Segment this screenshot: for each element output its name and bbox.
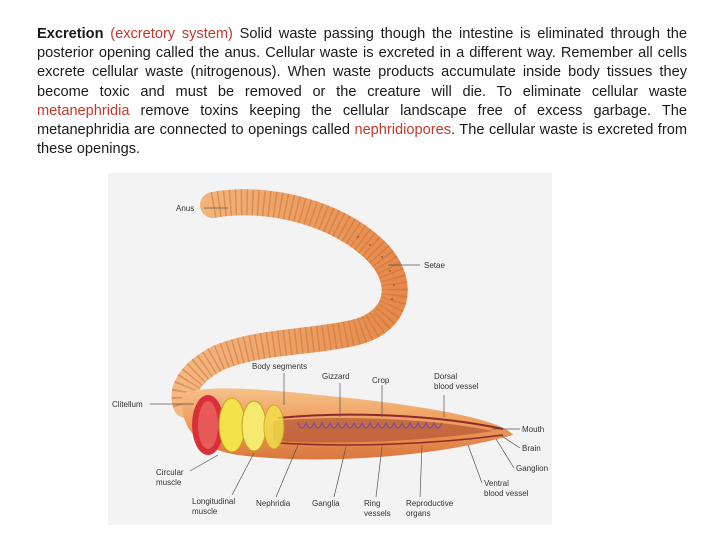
worm-tail — [171, 189, 408, 418]
earthworm-diagram: Anus Setae Body segments Gizzard Crop Do… — [108, 173, 552, 525]
term-nephridiopores: nephridiopores — [354, 122, 452, 139]
label-ventral-2: blood vessel — [484, 489, 529, 498]
paragraph-text-3: . The cellular waste is excreted from th… — [37, 122, 687, 158]
label-ring-2: vessels — [364, 509, 391, 518]
label-reproductive: Reproductive — [406, 499, 454, 508]
label-setae: Setae — [424, 261, 445, 270]
earthworm-illustration: Anus Setae Body segments Gizzard Crop Do… — [112, 189, 548, 518]
label-dorsal: Dorsal — [434, 372, 457, 381]
label-gizzard: Gizzard — [322, 372, 350, 381]
setae-dots — [357, 236, 395, 300]
term-excretory-system: (excretory system) — [110, 26, 233, 42]
label-dorsal-2: blood vessel — [434, 382, 479, 391]
internal-organs — [273, 418, 493, 443]
longitudinal-muscle-ring — [241, 400, 267, 452]
label-ventral: Ventral — [484, 479, 509, 488]
term-excretion: Excretion — [37, 26, 104, 42]
label-brain: Brain — [522, 444, 541, 453]
term-metanephridia: metanephridia — [37, 102, 130, 119]
label-nephridia: Nephridia — [256, 499, 291, 508]
label-body-segments: Body segments — [252, 362, 307, 371]
circular-muscle-ring — [218, 397, 246, 453]
label-longitudinal-2: muscle — [192, 507, 218, 516]
paragraph-text-2: remove toxins keeping the cellular lands… — [37, 102, 687, 139]
label-crop: Crop — [372, 376, 390, 385]
label-ganglia: Ganglia — [312, 499, 340, 508]
label-reproductive-2: organs — [406, 509, 430, 518]
ventral-vessel — [277, 434, 504, 446]
description-paragraph: Excretion (excretory system) Solid waste… — [37, 25, 687, 159]
label-circular-2: muscle — [156, 478, 182, 487]
dorsal-vessel — [277, 413, 504, 430]
label-ring: Ring — [364, 499, 380, 508]
label-clitellum: Clitellum — [112, 400, 143, 409]
label-longitudinal: Longitudinal — [192, 497, 235, 506]
label-mouth: Mouth — [522, 425, 544, 434]
label-anus: Anus — [176, 204, 194, 213]
label-ganglion: Ganglion — [516, 464, 548, 473]
label-circular: Circular — [156, 468, 184, 477]
paragraph-text-1: Solid waste passing though the intestine… — [37, 26, 687, 100]
nephridia-loops — [297, 421, 443, 429]
